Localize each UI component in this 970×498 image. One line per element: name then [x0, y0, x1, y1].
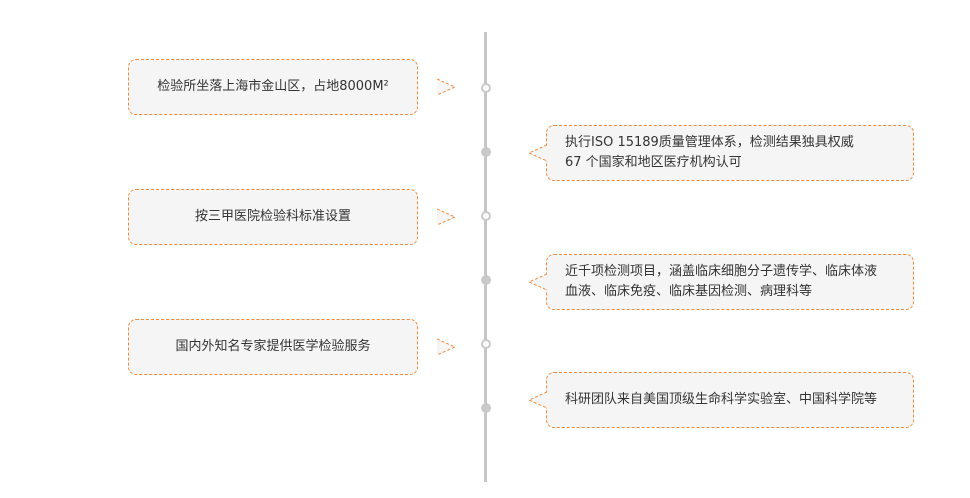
timeline-line-4a: 近千项检测项目，涵盖临床细胞分子遗传学、临床体液: [565, 264, 878, 279]
timeline-node-1: [481, 83, 491, 93]
timeline-line-4b: 血液、临床免疫、临床基因检测、病理科等: [565, 284, 813, 299]
timeline-bubble-1: 检验所坐落上海市金山区，占地8000M²: [128, 59, 457, 115]
timeline-text-2: 执行ISO 15189质量管理体系，检测结果独具权威 67 个国家和地区医疗机构…: [565, 133, 854, 173]
timeline-node-3: [481, 211, 491, 221]
timeline-line-2b: 67 个国家和地区医疗机构认可: [565, 155, 742, 170]
timeline-node-2: [481, 147, 491, 157]
timeline-bubble-4: 近千项检测项目，涵盖临床细胞分子遗传学、临床体液 血液、临床免疫、临床基因检测、…: [527, 254, 914, 310]
timeline-bubble-5: 国内外知名专家提供医学检验服务: [128, 319, 457, 375]
timeline-bubble-3: 按三甲医院检验科标准设置: [128, 189, 457, 245]
timeline-line-3a: 按三甲医院检验科标准设置: [194, 209, 351, 224]
timeline-node-4: [481, 275, 491, 285]
timeline-line: [484, 32, 487, 482]
timeline-text-5: 国内外知名专家提供医学检验服务: [175, 337, 370, 357]
timeline-line-1a: 检验所坐落上海市金山区，占地8000M²: [157, 79, 389, 94]
timeline-node-5: [481, 339, 491, 349]
timeline-line-5a: 国内外知名专家提供医学检验服务: [175, 339, 371, 354]
timeline-node-6: [481, 403, 491, 413]
timeline-text-3: 按三甲医院检验科标准设置: [195, 207, 351, 227]
timeline-bubble-6: 科研团队来自美国顶级生命科学实验室、中国科学院等: [527, 372, 914, 428]
timeline-text-4: 近千项检测项目，涵盖临床细胞分子遗传学、临床体液 血液、临床免疫、临床基因检测、…: [565, 262, 877, 302]
timeline-line-6a: 科研团队来自美国顶级生命科学实验室、中国科学院等: [565, 392, 878, 407]
timeline-text-1: 检验所坐落上海市金山区，占地8000M²: [157, 77, 389, 97]
timeline-bubble-2: 执行ISO 15189质量管理体系，检测结果独具权威 67 个国家和地区医疗机构…: [527, 125, 914, 181]
timeline-line-2a: 执行ISO 15189质量管理体系，检测结果独具权威: [565, 135, 854, 150]
timeline-text-6: 科研团队来自美国顶级生命科学实验室、中国科学院等: [565, 390, 877, 410]
